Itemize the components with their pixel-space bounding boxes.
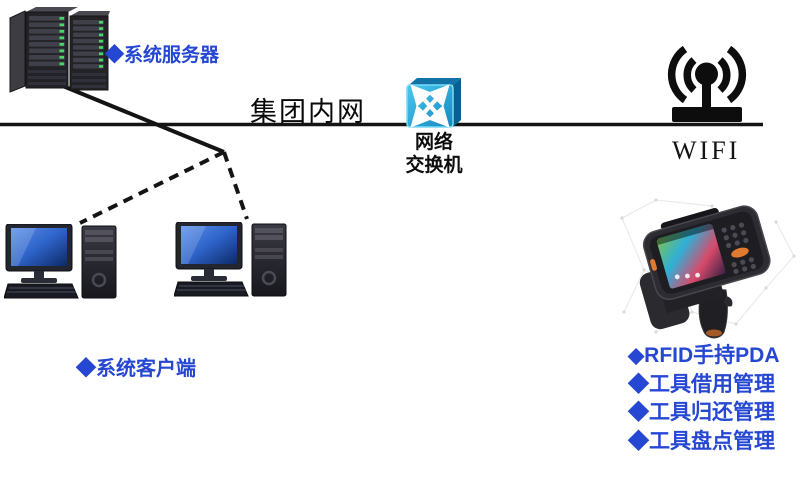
- desktop-computer-icon: [174, 222, 288, 300]
- server-towers-icon: [4, 2, 112, 94]
- pda-feature-item: ◆RFID手持PDA: [628, 344, 780, 367]
- wifi-label: WIFI: [672, 136, 741, 165]
- rfid-handheld-pda-image: [616, 192, 800, 344]
- desktop-computer-icon: [4, 224, 118, 302]
- server-label: ◆系统服务器: [105, 45, 220, 66]
- network-switch-icon: [405, 77, 463, 128]
- switch-label: 网络 交换机: [388, 131, 480, 177]
- wifi-antenna-icon: [660, 40, 754, 124]
- pda-feature-item: ◆工具归还管理: [628, 401, 775, 424]
- pda-feature-item: ◆工具盘点管理: [628, 429, 775, 453]
- pda-feature-item: ◆工具借用管理: [628, 372, 775, 396]
- client-label: ◆系统客户端: [76, 358, 196, 380]
- intranet-label: 集团内网: [250, 97, 366, 127]
- client1-dashed-link: [79, 150, 225, 225]
- client2-dashed-link: [222, 151, 249, 220]
- pda-feature-list: ◆RFID手持PDA ◆工具借用管理 ◆工具归还管理 ◆工具盘点管理: [628, 342, 779, 456]
- switch-label-line1: 网络: [414, 132, 453, 153]
- switch-label-line2: 交换机: [405, 155, 463, 176]
- server-link-line: [57, 82, 225, 154]
